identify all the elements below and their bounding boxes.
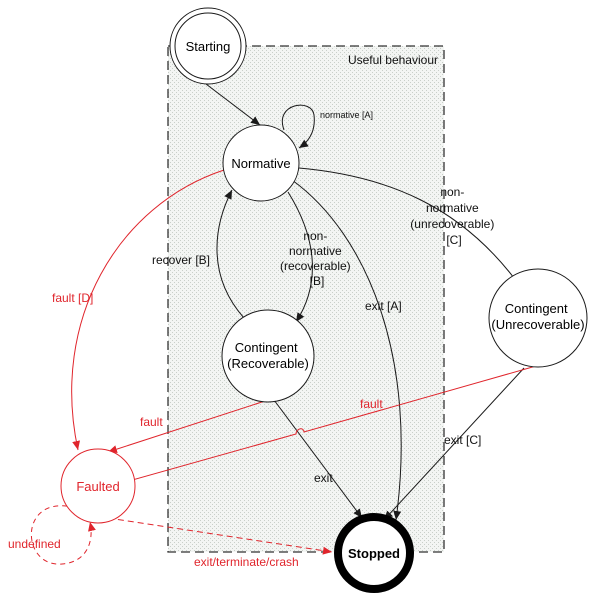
label-exit-terminate-crash: exit/terminate/crash [194, 555, 299, 569]
edge-exit-c [383, 367, 525, 521]
state-cu-line1: Contingent [505, 301, 568, 316]
state-cr-line2: (Recoverable) [227, 356, 309, 371]
label-exit: exit [314, 471, 333, 485]
state-normative: Normative [222, 124, 300, 202]
label-exit-c: exit [C] [444, 433, 481, 447]
label-nnr-line2: normative [289, 244, 342, 258]
label-fault-right: fault [360, 397, 383, 411]
label-fault-d: fault [D] [52, 291, 93, 305]
label-recover: recover [B] [152, 253, 210, 267]
label-non-normative-unrecoverable: non- normative (unrecoverable) [C] [410, 185, 497, 247]
edge-non-normative-unrecoverable [298, 167, 515, 279]
state-cr-line1: Contingent [235, 340, 298, 355]
state-contingent-recoverable: Contingent (Recoverable) [221, 309, 315, 403]
label-non-normative-recoverable: non- normative (recoverable) [B] [280, 229, 354, 288]
edge-exit-terminate-crash [107, 517, 333, 555]
state-stopped-label: Stopped [348, 546, 400, 561]
label-nnu-line2: normative [426, 201, 479, 215]
state-starting: Starting [169, 7, 247, 85]
state-faulted-label: Faulted [76, 479, 119, 494]
edge-fault-left [107, 399, 269, 454]
state-contingent-recoverable-label: Contingent (Recoverable) [227, 340, 309, 371]
label-nnu-line4: [C] [446, 233, 461, 247]
edge-undefined-loop [31, 505, 96, 565]
edge-fault-right [117, 365, 537, 486]
edge-starting-to-normative [205, 83, 261, 126]
state-stopped: Stopped [334, 513, 414, 593]
label-fault-left: fault [140, 415, 163, 429]
label-normative-self: normative [A] [320, 110, 373, 120]
state-contingent-unrecoverable: Contingent (Unrecoverable) [488, 268, 588, 368]
useful-behaviour-region [167, 45, 445, 553]
state-starting-label: Starting [186, 39, 231, 54]
region-label: Useful behaviour [348, 53, 438, 67]
label-exit-a: exit [A] [365, 299, 402, 313]
edge-non-normative-recoverable [287, 191, 313, 323]
state-cu-line2: (Unrecoverable) [491, 317, 584, 332]
label-undefined: undefined [8, 537, 61, 551]
label-nnr-line3: (recoverable) [280, 259, 351, 273]
label-nnr-line1: non- [303, 229, 327, 243]
edge-exit-a [291, 179, 402, 521]
label-nnr-line4: [B] [310, 274, 325, 288]
edge-normative-self-loop [281, 104, 315, 149]
edge-fault-d [71, 169, 225, 451]
state-faulted: Faulted [60, 448, 136, 524]
state-contingent-unrecoverable-label: Contingent (Unrecoverable) [491, 301, 584, 332]
label-nnu-line1: non- [440, 185, 464, 199]
state-normative-label: Normative [231, 156, 290, 171]
label-nnu-line3: (unrecoverable) [410, 217, 494, 231]
edge-exit [273, 399, 363, 519]
edge-recover [216, 189, 245, 319]
